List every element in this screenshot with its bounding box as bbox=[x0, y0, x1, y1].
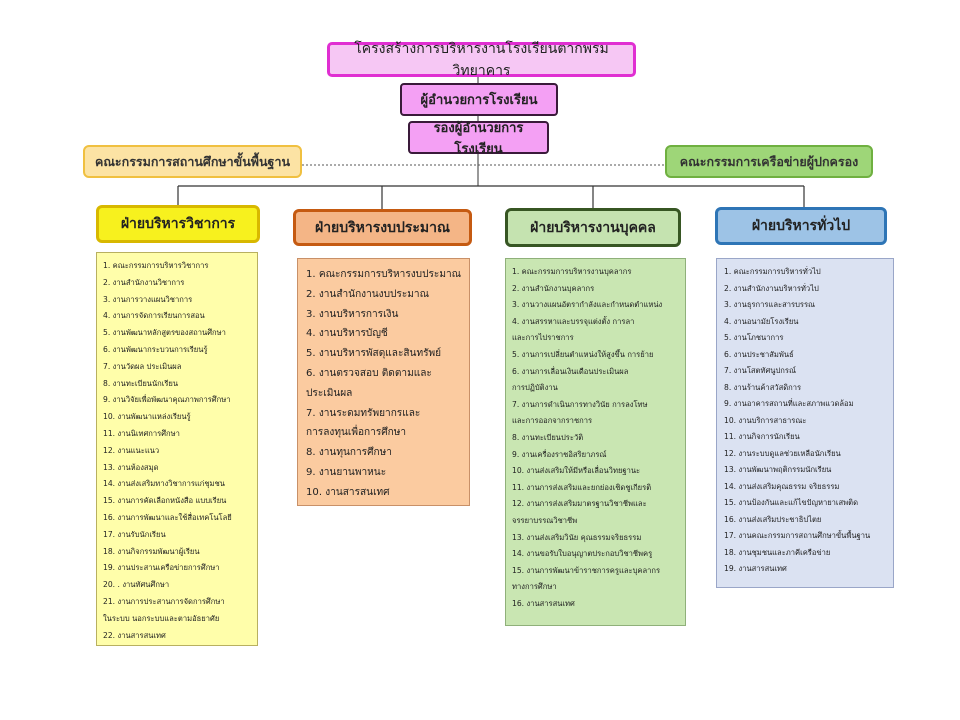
task-item: 12. งานระบบดูแลช่วยเหลือนักเรียน bbox=[724, 448, 841, 458]
task-item: 16. งานการพัฒนาและใช้สื่อเทคโนโลยี bbox=[103, 512, 232, 522]
basic-education-committee-box: คณะกรรมการสถานศึกษาขั้นพื้นฐาน bbox=[83, 145, 302, 178]
task-item: 20. . งานทัศนศึกษา bbox=[103, 580, 170, 590]
task-item: 17. งานคณะกรรมการสถานศึกษาขั้นพื้นฐาน bbox=[724, 531, 871, 540]
task-item: 4. งานการจัดการเรียนการสอน bbox=[103, 311, 205, 321]
task-item: 3. งานธุรการและสารบรรณ bbox=[724, 300, 816, 309]
task-item: 15. งานป้องกันและแก้ไขปัญหายาเสพติด bbox=[724, 498, 859, 507]
task-item: 5. งานพัฒนาหลักสูตรของสถานศึกษา bbox=[103, 328, 226, 338]
director-box: ผู้อำนวยการโรงเรียน bbox=[400, 83, 558, 116]
task-item: 21. งานการประสานการจัดการศึกษา ในระบบ นอ… bbox=[103, 596, 225, 623]
task-item: 7. งานระดมทรัพยากรและ การลงทุนเพื่อการศึ… bbox=[306, 407, 421, 439]
task-item: 11. งานกิจการนักเรียน bbox=[724, 432, 800, 441]
task-item: 22. งานสารสนเทศ bbox=[103, 630, 166, 640]
deputy-director-box: รองผู้อำนวยการโรงเรียน bbox=[408, 121, 549, 157]
task-item: 1. คณะกรรมการบริหารวิชาการ bbox=[103, 261, 209, 270]
task-item: 15. งานการพัฒนาข้าราชการครูและบุคลากร ทา… bbox=[512, 565, 661, 592]
task-item: 18. งานชุมชนและภาคีเครือข่าย bbox=[724, 547, 831, 557]
task-item: 1. คณะกรรมการบริหารงานบุคลากร bbox=[512, 267, 632, 276]
task-item: 6. งานการเลื่อนเงินเดือนประเมินผล การปฏิ… bbox=[512, 366, 629, 393]
task-item: 16. งานส่งเสริมประชาธิปไตย bbox=[724, 514, 822, 524]
task-item: 3. งานการวางแผนวิชาการ bbox=[103, 294, 193, 304]
academic-department-header: ฝ่ายบริหารวิชาการ bbox=[96, 205, 260, 243]
parent-network-committee-box: คณะกรรมการเครือข่ายผู้ปกครอง bbox=[665, 145, 873, 178]
task-item: 2. งานสำนักงานงบประมาณ bbox=[306, 288, 429, 300]
task-item: 9. งานวิจัยเพื่อพัฒนาคุณภาพการศึกษา bbox=[103, 395, 231, 405]
task-item: 8. งานทุนการศึกษา bbox=[306, 447, 392, 459]
task-item: 7. งานโสตทัศนูปกรณ์ bbox=[724, 366, 797, 375]
task-item: 2. งานสำนักงานวิชาการ bbox=[103, 277, 185, 287]
task-item: 1. คณะกรรมการบริหารทั่วไป bbox=[724, 267, 821, 276]
task-item: 15. งานการคัดเลือกหนังสือ แบบเรียน bbox=[103, 496, 227, 506]
task-item: 10. งานสารสนเทศ bbox=[306, 486, 390, 498]
task-item: 18. งานกิจกรรมพัฒนาผู้เรียน bbox=[103, 546, 200, 556]
task-item: 10. งานส่งเสริมให้มีหรือเลื่อนวิทยฐานะ bbox=[512, 466, 641, 476]
task-item: 2. งานสำนักงานบริหารทั่วไป bbox=[724, 283, 819, 293]
task-item: 17. งานรับนักเรียน bbox=[103, 529, 166, 539]
task-item: 6. งานตรวจสอบ ติดตามและ ประเมินผล bbox=[306, 367, 432, 399]
task-item: 2. งานสำนักงานบุคลากร bbox=[512, 283, 595, 293]
task-item: 3. งานวางแผนอัตรากำลังและกำหนดตำแหน่ง bbox=[512, 300, 663, 310]
task-item: 9. งานยานพาหนะ bbox=[306, 466, 387, 478]
budget-department-header: ฝ่ายบริหารงบประมาณ bbox=[293, 209, 472, 246]
task-item: 7. งานการดำเนินการทางวินัย การลงโทษ และก… bbox=[512, 399, 648, 426]
task-item: 13. งานห้องสมุด bbox=[103, 462, 159, 472]
task-item: 4. งานสรรหาและบรรจุแต่งตั้ง การลา และการ… bbox=[512, 316, 635, 343]
task-item: 8. งานทะเบียนประวัติ bbox=[512, 432, 584, 442]
task-item: 11. งานนิเทศการศึกษา bbox=[103, 428, 180, 438]
task-item: 6. งานพัฒนากระบวนการเรียนรู้ bbox=[103, 344, 208, 354]
task-item: 13. งานส่งเสริมวินัย คุณธรรมจริยธรรม bbox=[512, 532, 642, 542]
budget-task-list: 1. คณะกรรมการบริหารงบประมาณ 2. งานสำนักงา… bbox=[297, 258, 470, 506]
task-item: 9. งานเครื่องราชอิสริยาภรณ์ bbox=[512, 449, 607, 459]
academic-task-list: 1. คณะกรรมการบริหารวิชาการ 2. งานสำนักงาน… bbox=[96, 252, 258, 646]
general-department-header: ฝ่ายบริหารทั่วไป bbox=[715, 207, 887, 245]
task-item: 3. งานบริหารการเงิน bbox=[306, 308, 399, 320]
personnel-task-list: 1. คณะกรรมการบริหารงานบุคลากร 2. งานสำนัก… bbox=[505, 258, 686, 626]
task-item: 14. งานขอรับใบอนุญาตประกอบวิชาชีพครู bbox=[512, 549, 653, 559]
task-item: 5. งานบริหารพัสดุและสินทรัพย์ bbox=[306, 348, 442, 360]
task-item: 13. งานพัฒนาพฤติกรรมนักเรียน bbox=[724, 465, 832, 474]
personnel-department-header: ฝ่ายบริหารงานบุคคล bbox=[505, 208, 681, 247]
task-item: 6. งานประชาสัมพันธ์ bbox=[724, 349, 794, 359]
general-task-list: 1. คณะกรรมการบริหารทั่วไป 2. งานสำนักงานบ… bbox=[716, 258, 894, 588]
task-item: 16. งานสารสนเทศ bbox=[512, 598, 575, 608]
task-item: 10. งานพัฒนาแหล่งเรียนรู้ bbox=[103, 412, 191, 422]
task-item: 7. งานวัดผล ประเมินผล bbox=[103, 361, 182, 371]
task-item: 14. งานส่งเสริมคุณธรรม จริยธรรม bbox=[724, 481, 840, 491]
task-item: 4. งานบริหารบัญชี bbox=[306, 328, 388, 340]
task-item: 4. งานอนามัยโรงเรียน bbox=[724, 316, 799, 326]
task-item: 1. คณะกรรมการบริหารงบประมาณ bbox=[306, 269, 462, 280]
task-item: 19. งานสารสนเทศ bbox=[724, 564, 787, 573]
task-item: 12. งานแนะแนว bbox=[103, 445, 160, 455]
task-item: 8. งานร้านค้าสวัสดิการ bbox=[724, 382, 802, 392]
task-item: 10. งานบริการสาธารณะ bbox=[724, 415, 807, 425]
task-item: 19. งานประสานเครือข่ายการศึกษา bbox=[103, 563, 220, 573]
task-item: 12. งานการส่งเสริมมาตรฐานวิชาชีพและ จรรย… bbox=[512, 499, 647, 525]
task-item: 9. งานอาคารสถานที่และสภาพแวดล้อม bbox=[724, 399, 854, 408]
chart-title: โครงสร้างการบริหารงานโรงเรียนตากพรมวิทยา… bbox=[327, 41, 636, 79]
task-item: 5. งานการเปลี่ยนตำแหน่งให้สูงขึ้น การย้า… bbox=[512, 349, 654, 359]
task-item: 5. งานโภชนาการ bbox=[724, 333, 784, 342]
task-item: 11. งานการส่งเสริมและยกย่องเชิดชูเกียรติ bbox=[512, 482, 652, 492]
task-item: 14. งานส่งเสริมทางวิชาการแก่ชุมชน bbox=[103, 479, 225, 489]
task-item: 8. งานทะเบียนนักเรียน bbox=[103, 378, 179, 388]
